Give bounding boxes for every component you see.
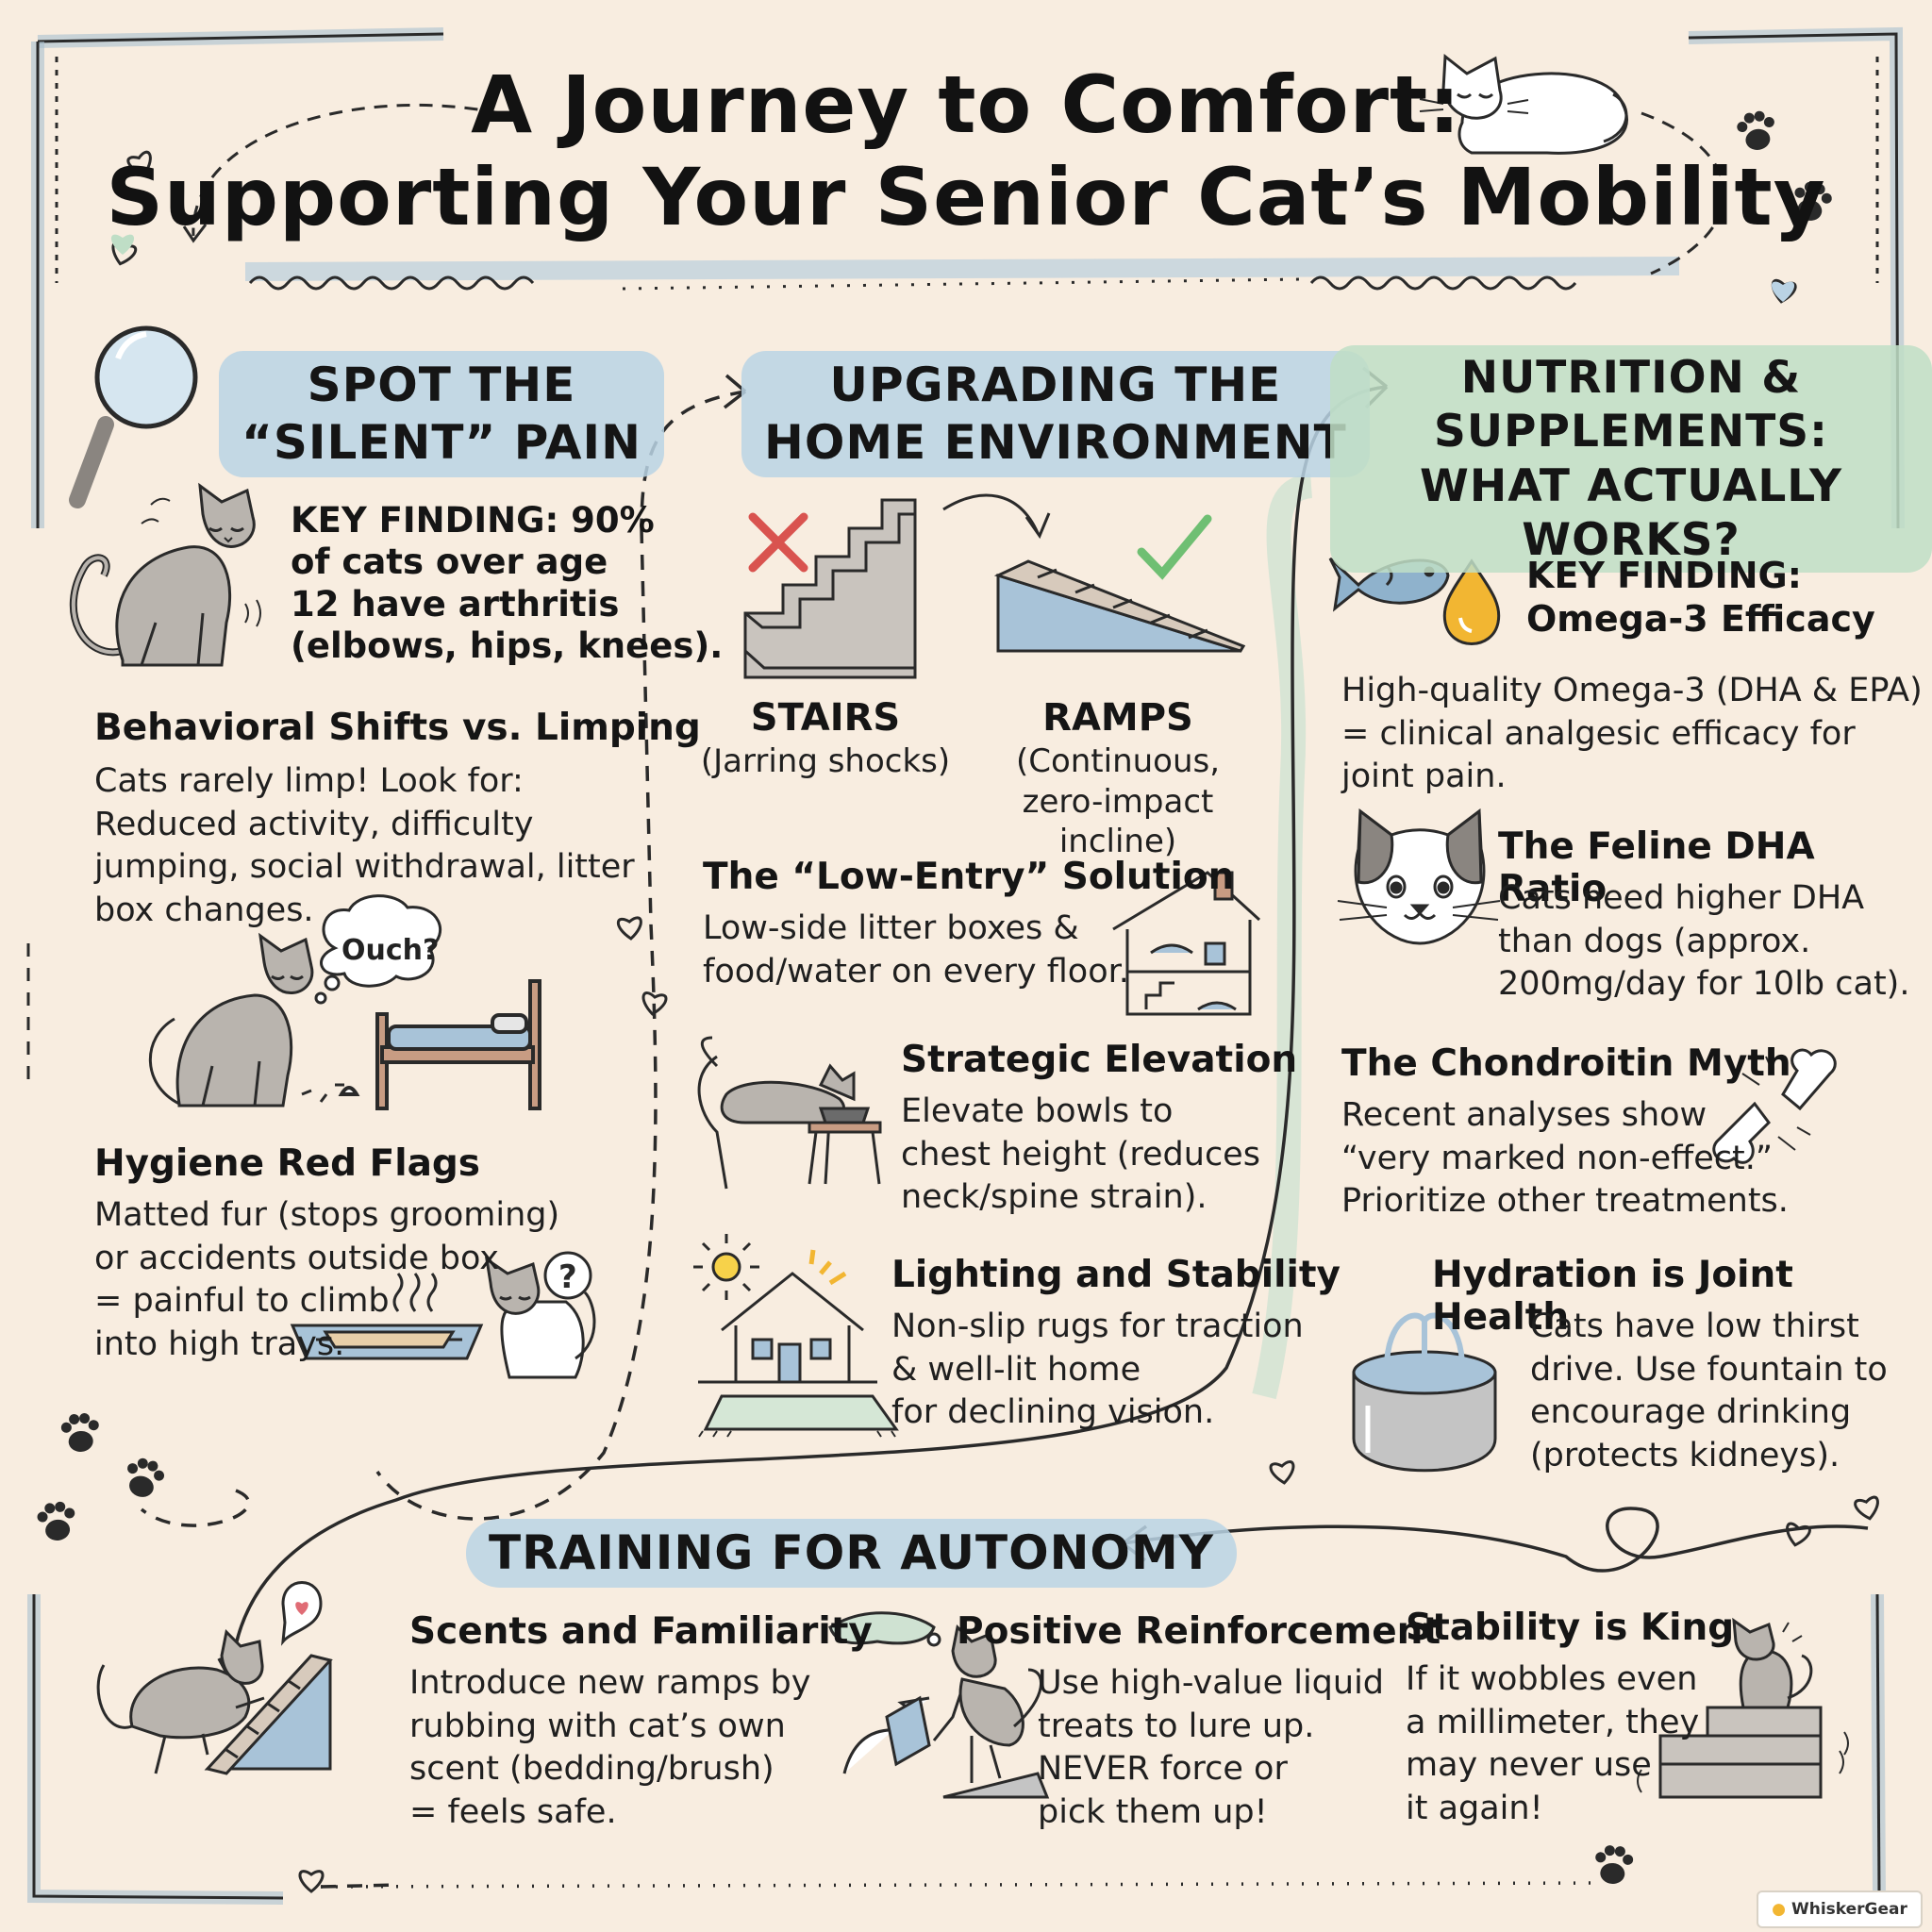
water-fountain-icon xyxy=(1352,1312,1497,1473)
stairs-icon xyxy=(743,498,917,679)
x-mark-icon xyxy=(748,512,808,573)
section-heading-nutrition-line3: WHAT ACTUALLY WORKS? xyxy=(1420,459,1842,566)
elevation-body: Elevate bowls to chest height (reduces n… xyxy=(901,1092,1260,1216)
bed-icon xyxy=(301,979,541,1110)
frame-border xyxy=(26,26,1905,1905)
page-title-line1: A Journey to Comfort: xyxy=(471,58,1461,151)
hygiene-body: Matted fur (stops grooming) or accidents… xyxy=(94,1196,560,1363)
broken-bone-icon xyxy=(1712,1048,1837,1164)
stairs-label: STAIRS xyxy=(750,696,901,740)
spot-key-finding: KEY FINDING: 90% of cats over age 12 hav… xyxy=(291,500,724,667)
cat-face-icon xyxy=(1337,808,1501,945)
cat-logo-icon: ● xyxy=(1772,1900,1786,1919)
section-heading-training: TRAINING FOR AUTONOMY xyxy=(466,1519,1237,1588)
section-heading-home-line1: UPGRADING THE xyxy=(829,358,1282,412)
ramp-icon xyxy=(993,559,1246,653)
brand-name: WhiskerGear xyxy=(1790,1900,1907,1919)
section-heading-nutrition-line2: SUPPLEMENTS: xyxy=(1434,406,1828,458)
dha-title: The Feline DHA Ratio xyxy=(1498,825,1815,910)
sitting-cat-icon xyxy=(69,482,261,667)
lighting-body: Non-slip rugs for traction & well-lit ho… xyxy=(891,1307,1304,1431)
curved-arrow-icon xyxy=(942,493,1051,540)
nutrition-key-finding: KEY FINDING: Omega-3 Efficacy xyxy=(1526,555,1875,640)
section-heading-spot-line1: SPOT THE xyxy=(307,358,576,412)
scents-title: Scents and Familiarity xyxy=(409,1610,873,1653)
section-heading-nutrition: NUTRITION & SUPPLEMENTS: WHAT ACTUALLY W… xyxy=(1330,345,1932,574)
litter-box-icon xyxy=(290,1273,484,1360)
question-mark-text: ? xyxy=(558,1258,577,1296)
confused-cat-icon: ? xyxy=(484,1251,596,1379)
thinking-cat-icon xyxy=(148,894,441,1108)
brand-badge: ● WhiskerGear xyxy=(1757,1890,1923,1928)
stability-body: If it wobbles even a millimeter, they ma… xyxy=(1406,1660,1700,1827)
elevation-title: Strategic Elevation xyxy=(901,1039,1298,1081)
steps-cat-icon xyxy=(1637,1617,1849,1799)
positive-title: Positive Reinforcement xyxy=(957,1610,1441,1653)
behavior-title: Behavioral Shifts vs. Limping xyxy=(94,707,701,749)
rug-icon xyxy=(698,1394,899,1438)
thought-bubble-text: Ouch? xyxy=(341,934,440,967)
stairs-sub: (Jarring shocks) xyxy=(700,742,951,780)
title-underline xyxy=(182,103,1725,291)
heart-icon xyxy=(108,149,1883,1893)
section-heading-spot-line2: “SILENT” PAIN xyxy=(242,415,641,470)
low-entry-title: The “Low-Entry” Solution xyxy=(703,856,1235,898)
section-heading-home: UPGRADING THE HOME ENVIRONMENT xyxy=(741,351,1370,477)
section-heading-home-line2: HOME ENVIRONMENT xyxy=(764,415,1347,470)
page-title-line2: Supporting Your Senior Cat’s Mobility xyxy=(106,151,1826,243)
stability-title: Stability is King xyxy=(1406,1607,1735,1649)
hydration-title: Hydration is Joint Health xyxy=(1432,1254,1793,1339)
positive-body: Use high-value liquid treats to lure up.… xyxy=(1038,1664,1385,1831)
behavior-body: Cats rarely limp! Look for: Reduced acti… xyxy=(94,762,635,929)
hydration-body: Cats have low thirst drive. Use fountain… xyxy=(1530,1307,1888,1474)
section-heading-nutrition-line1: NUTRITION & xyxy=(1460,352,1802,404)
house-icon xyxy=(1112,871,1261,1016)
check-mark-icon xyxy=(1137,514,1212,580)
ramps-sub: (Continuous, zero-impact incline) xyxy=(1015,742,1221,860)
omega-body: High-quality Omega-3 (DHA & EPA) = clini… xyxy=(1341,672,1923,795)
lighting-title: Lighting and Stability xyxy=(891,1254,1341,1296)
sleeping-cat-icon xyxy=(1419,54,1629,155)
dha-body: Cats need higher DHA than dogs (approx. … xyxy=(1498,879,1910,1003)
sun-icon xyxy=(693,1234,847,1300)
oil-drop-icon xyxy=(1442,558,1501,645)
raised-bowl-icon xyxy=(697,1036,882,1190)
house-lit-icon xyxy=(698,1272,877,1384)
section-heading-spot: SPOT THE “SILENT” PAIN xyxy=(219,351,664,477)
hygiene-title: Hygiene Red Flags xyxy=(94,1142,481,1185)
chondroitin-title: The Chondroitin Myth xyxy=(1341,1042,1791,1085)
reaching-cat-icon xyxy=(942,1624,1050,1799)
scents-body: Introduce new ramps by rubbing with cat’… xyxy=(409,1664,811,1831)
low-entry-body: Low-side litter boxes & food/water on ev… xyxy=(703,909,1129,991)
cat-on-ramp-icon xyxy=(96,1581,333,1775)
ramps-label: RAMPS xyxy=(1042,696,1193,740)
chondroitin-body: Recent analyses show “very marked non-ef… xyxy=(1341,1096,1789,1220)
magnifying-glass-icon xyxy=(69,325,198,508)
